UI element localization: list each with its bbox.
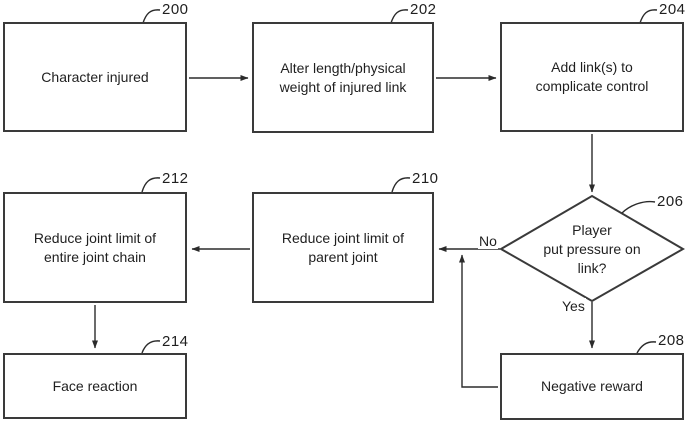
ref-label-214: 214 — [162, 333, 189, 350]
process-box-negative-reward: Negative reward — [500, 353, 684, 420]
ref-label-200: 200 — [162, 1, 189, 18]
node-label-line: complicate control — [535, 78, 649, 94]
leader-214 — [141, 340, 161, 354]
ref-label-208: 208 — [658, 332, 685, 349]
node-label-line: Alter length/physical — [280, 59, 406, 76]
process-box-character-injured: Character injured — [3, 22, 187, 132]
node-label-line: entire joint chain — [44, 248, 146, 265]
node-label-line: Add link(s) to — [551, 59, 633, 75]
node-label: Negative reward — [541, 378, 643, 394]
node-label-line: parent joint — [308, 248, 378, 265]
node-label: Character injured — [41, 68, 149, 85]
leader-206 — [621, 200, 656, 214]
branch-label-no: No — [478, 233, 498, 249]
process-box-face-reaction: Face reaction — [3, 353, 187, 419]
ref-label-202: 202 — [410, 1, 437, 18]
node-label-line: Reduce joint limit of — [33, 229, 157, 246]
process-box-alter-length-weight: Alter length/physical weight of injured … — [252, 22, 434, 133]
ref-label-212: 212 — [162, 170, 189, 187]
branch-label-yes: Yes — [561, 298, 586, 314]
leader-208 — [636, 341, 657, 354]
decision-diamond-206 — [498, 194, 686, 303]
process-box-add-links: Add link(s) to complicate control — [500, 22, 684, 132]
leader-204 — [639, 9, 658, 24]
leader-202 — [390, 9, 409, 24]
node-label-line: Player — [572, 222, 612, 238]
process-box-reduce-joint-limit-parent: Reduce joint limit of parent joint — [252, 192, 434, 303]
node-label-line: Reduce joint limit of — [281, 229, 405, 246]
ref-label-204: 204 — [659, 1, 686, 18]
ref-label-210: 210 — [412, 170, 439, 187]
ref-label-206: 206 — [657, 193, 684, 210]
node-label-line: link? — [577, 260, 607, 276]
node-label-line: weight of injured link — [279, 78, 407, 95]
leader-200 — [142, 9, 161, 24]
leader-210 — [391, 177, 411, 193]
node-label-line: put pressure on — [543, 241, 641, 257]
leader-212 — [141, 177, 161, 193]
process-box-reduce-joint-limit-chain: Reduce joint limit of entire joint chain — [3, 192, 187, 303]
arrow-208-feedback-to-no-line — [459, 254, 498, 388]
decision-label-player-pressure: Player put pressure on link? — [527, 221, 657, 278]
node-label: Face reaction — [52, 377, 138, 394]
